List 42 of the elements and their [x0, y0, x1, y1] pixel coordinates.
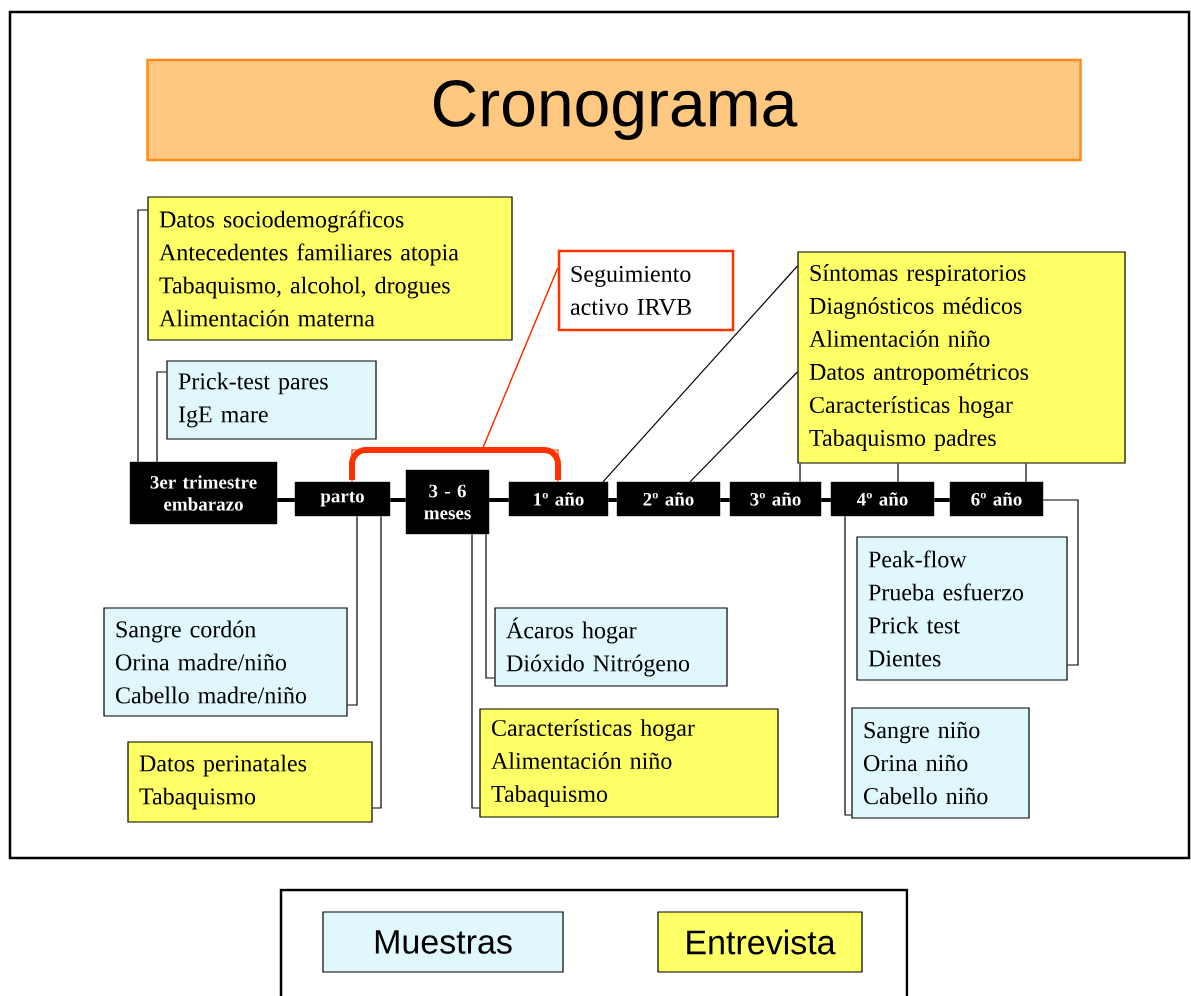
- timeline-box: 4º año: [830, 481, 935, 517]
- note-box: Síntomas respiratorios Diagnósticos médicos Alimentación niño Datos antropométricos Características hogar Tabaquismo padres: [797, 251, 1126, 464]
- leader-line: [372, 515, 382, 809]
- note-box: Peak-flow Prueba esfuerzo Prick test Dientes: [856, 536, 1068, 681]
- note-box: Ácaros hogar Dióxido Nitrógeno: [494, 607, 728, 687]
- timeline-box: 3 - 6 meses: [405, 469, 490, 535]
- callout-box: Seguimiento activo IRVB: [557, 249, 735, 332]
- note-box: Características hogar Alimentación niño Tabaquismo: [479, 708, 779, 818]
- note-box: Sangre niño Orina niño Cabello niño: [851, 707, 1030, 819]
- title-banner: Cronograma: [146, 58, 1082, 162]
- note-box: Datos perinatales Tabaquismo: [127, 741, 373, 823]
- timeline-bar: [277, 498, 295, 502]
- timeline-bar: [934, 498, 950, 502]
- leader-line: [844, 515, 852, 816]
- note-box: Datos sociodemográficos Antecedentes familiares atopia Tabaquismo, alcohol, drogues Alimentación materna: [147, 196, 513, 341]
- timeline-bar: [720, 498, 730, 502]
- timeline-box: 2º año: [616, 481, 721, 517]
- timeline-bar: [608, 498, 617, 502]
- leader-line: [485, 533, 495, 679]
- leader-line: [897, 463, 899, 483]
- note-box: Sangre cordón Orina madre/niño Cabello madre/niño: [103, 607, 348, 717]
- timeline-bar: [390, 498, 406, 502]
- leader-line: [471, 533, 480, 809]
- timeline-box: 3er trimestre embarazo: [129, 461, 278, 525]
- timeline-box: 6º año: [949, 481, 1044, 517]
- leader-line: [137, 209, 148, 463]
- timeline-box: 1º año: [508, 481, 609, 517]
- leader-line: [799, 463, 801, 483]
- leader-line: [689, 371, 798, 483]
- timeline-bar: [821, 498, 831, 502]
- leader-line: [1025, 463, 1027, 483]
- leader-line: [1042, 499, 1079, 666]
- legend-label: Entrevista: [687, 929, 836, 955]
- leader-line: [347, 515, 358, 706]
- legend-label: Muestras: [375, 930, 512, 954]
- leader-line: [481, 267, 559, 483]
- leader-line: [156, 371, 167, 463]
- timeline-box: 3º año: [729, 481, 822, 517]
- timeline-bar: [489, 498, 509, 502]
- note-box: Prick-test pares IgE mare: [166, 360, 377, 440]
- leader-line: [602, 265, 798, 483]
- timeline-box: parto: [294, 481, 391, 517]
